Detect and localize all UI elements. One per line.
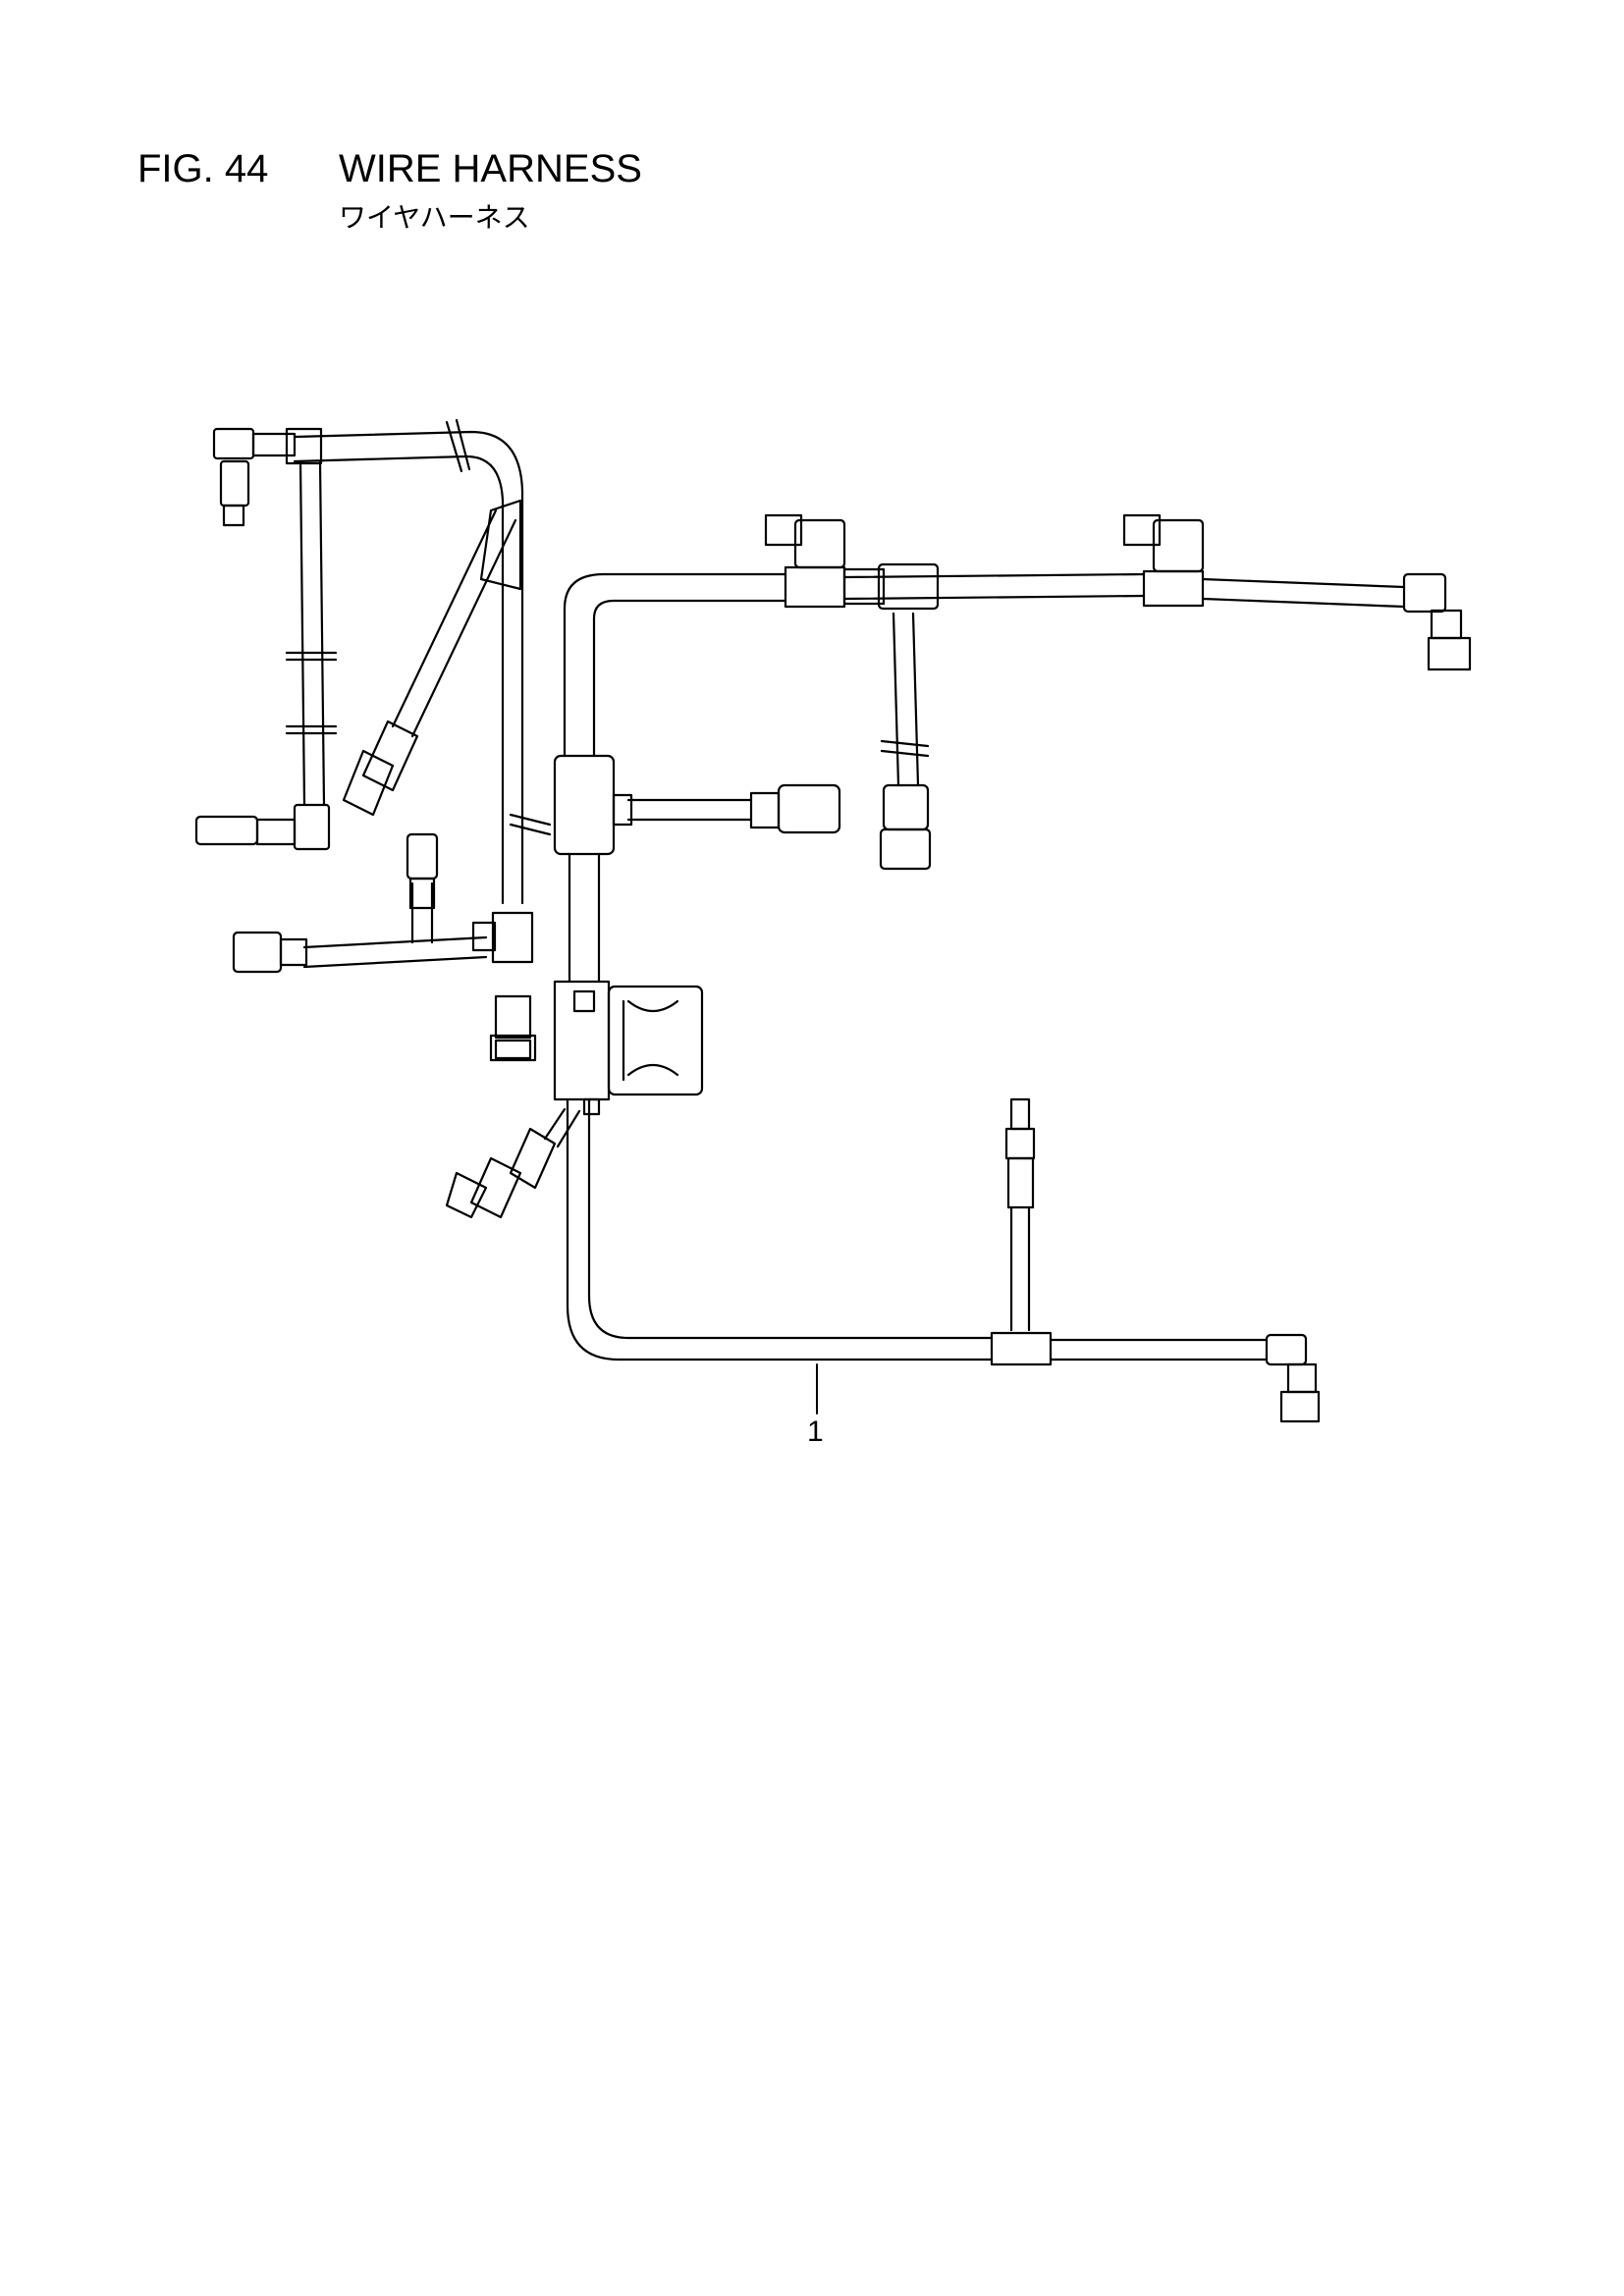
connector-block [777, 783, 841, 834]
connector-block [1006, 1156, 1035, 1209]
junction [784, 565, 846, 609]
figure-subtitle: ワイヤハーネス [339, 201, 530, 234]
connector-block [342, 749, 395, 817]
connector-block [1402, 572, 1447, 614]
junction [1142, 569, 1205, 608]
junction [491, 911, 534, 964]
connector-block [212, 427, 255, 460]
connector-block [279, 937, 308, 967]
junction [494, 994, 532, 1040]
control-box [553, 980, 704, 1116]
callout-label: 1 [807, 1415, 824, 1448]
connector-block [408, 877, 436, 910]
connector-block [1122, 513, 1162, 547]
junction [553, 754, 616, 856]
connector-block [285, 427, 323, 465]
figure-number: FIG. 44 [137, 147, 269, 190]
junction [877, 562, 940, 611]
upper-left-connectors [194, 427, 537, 1062]
connector-block [1279, 1390, 1321, 1423]
connector-block [1004, 1127, 1036, 1160]
connector-block [361, 720, 419, 792]
connector-block [222, 504, 245, 527]
connector-block [1152, 518, 1205, 573]
connector-block [879, 828, 932, 871]
connector-block [1265, 1333, 1308, 1366]
figure-title: WIRE HARNESS [339, 147, 642, 190]
connector-block [293, 803, 331, 851]
control-box-cover [607, 985, 704, 1096]
junction [494, 1039, 532, 1060]
connector-block [1430, 609, 1463, 640]
connector-block [749, 791, 781, 829]
connector-block [255, 818, 297, 846]
junction [842, 567, 886, 606]
connector-block [793, 518, 846, 569]
junction [990, 1331, 1053, 1366]
connector-block [194, 815, 259, 846]
main-trunk-connectors [553, 513, 1472, 871]
junction [612, 793, 633, 827]
connector-block [764, 513, 803, 547]
connector-block [1427, 636, 1472, 671]
junction [471, 921, 497, 952]
connector-block [445, 1171, 488, 1219]
connector-block [232, 931, 283, 974]
junction [489, 1034, 537, 1062]
main-trunk [563, 572, 1406, 984]
connector-block [509, 1127, 557, 1190]
connector-block [251, 432, 297, 457]
connector-block [1009, 1097, 1031, 1131]
connector-block [219, 459, 250, 507]
control-box-body [553, 980, 611, 1101]
connector-block [882, 783, 930, 831]
connector-block [1286, 1362, 1318, 1394]
lower-branch [445, 1097, 1321, 1423]
connector-block [469, 1156, 522, 1219]
connector-block [406, 832, 439, 881]
upper-left-branch [285, 418, 552, 969]
